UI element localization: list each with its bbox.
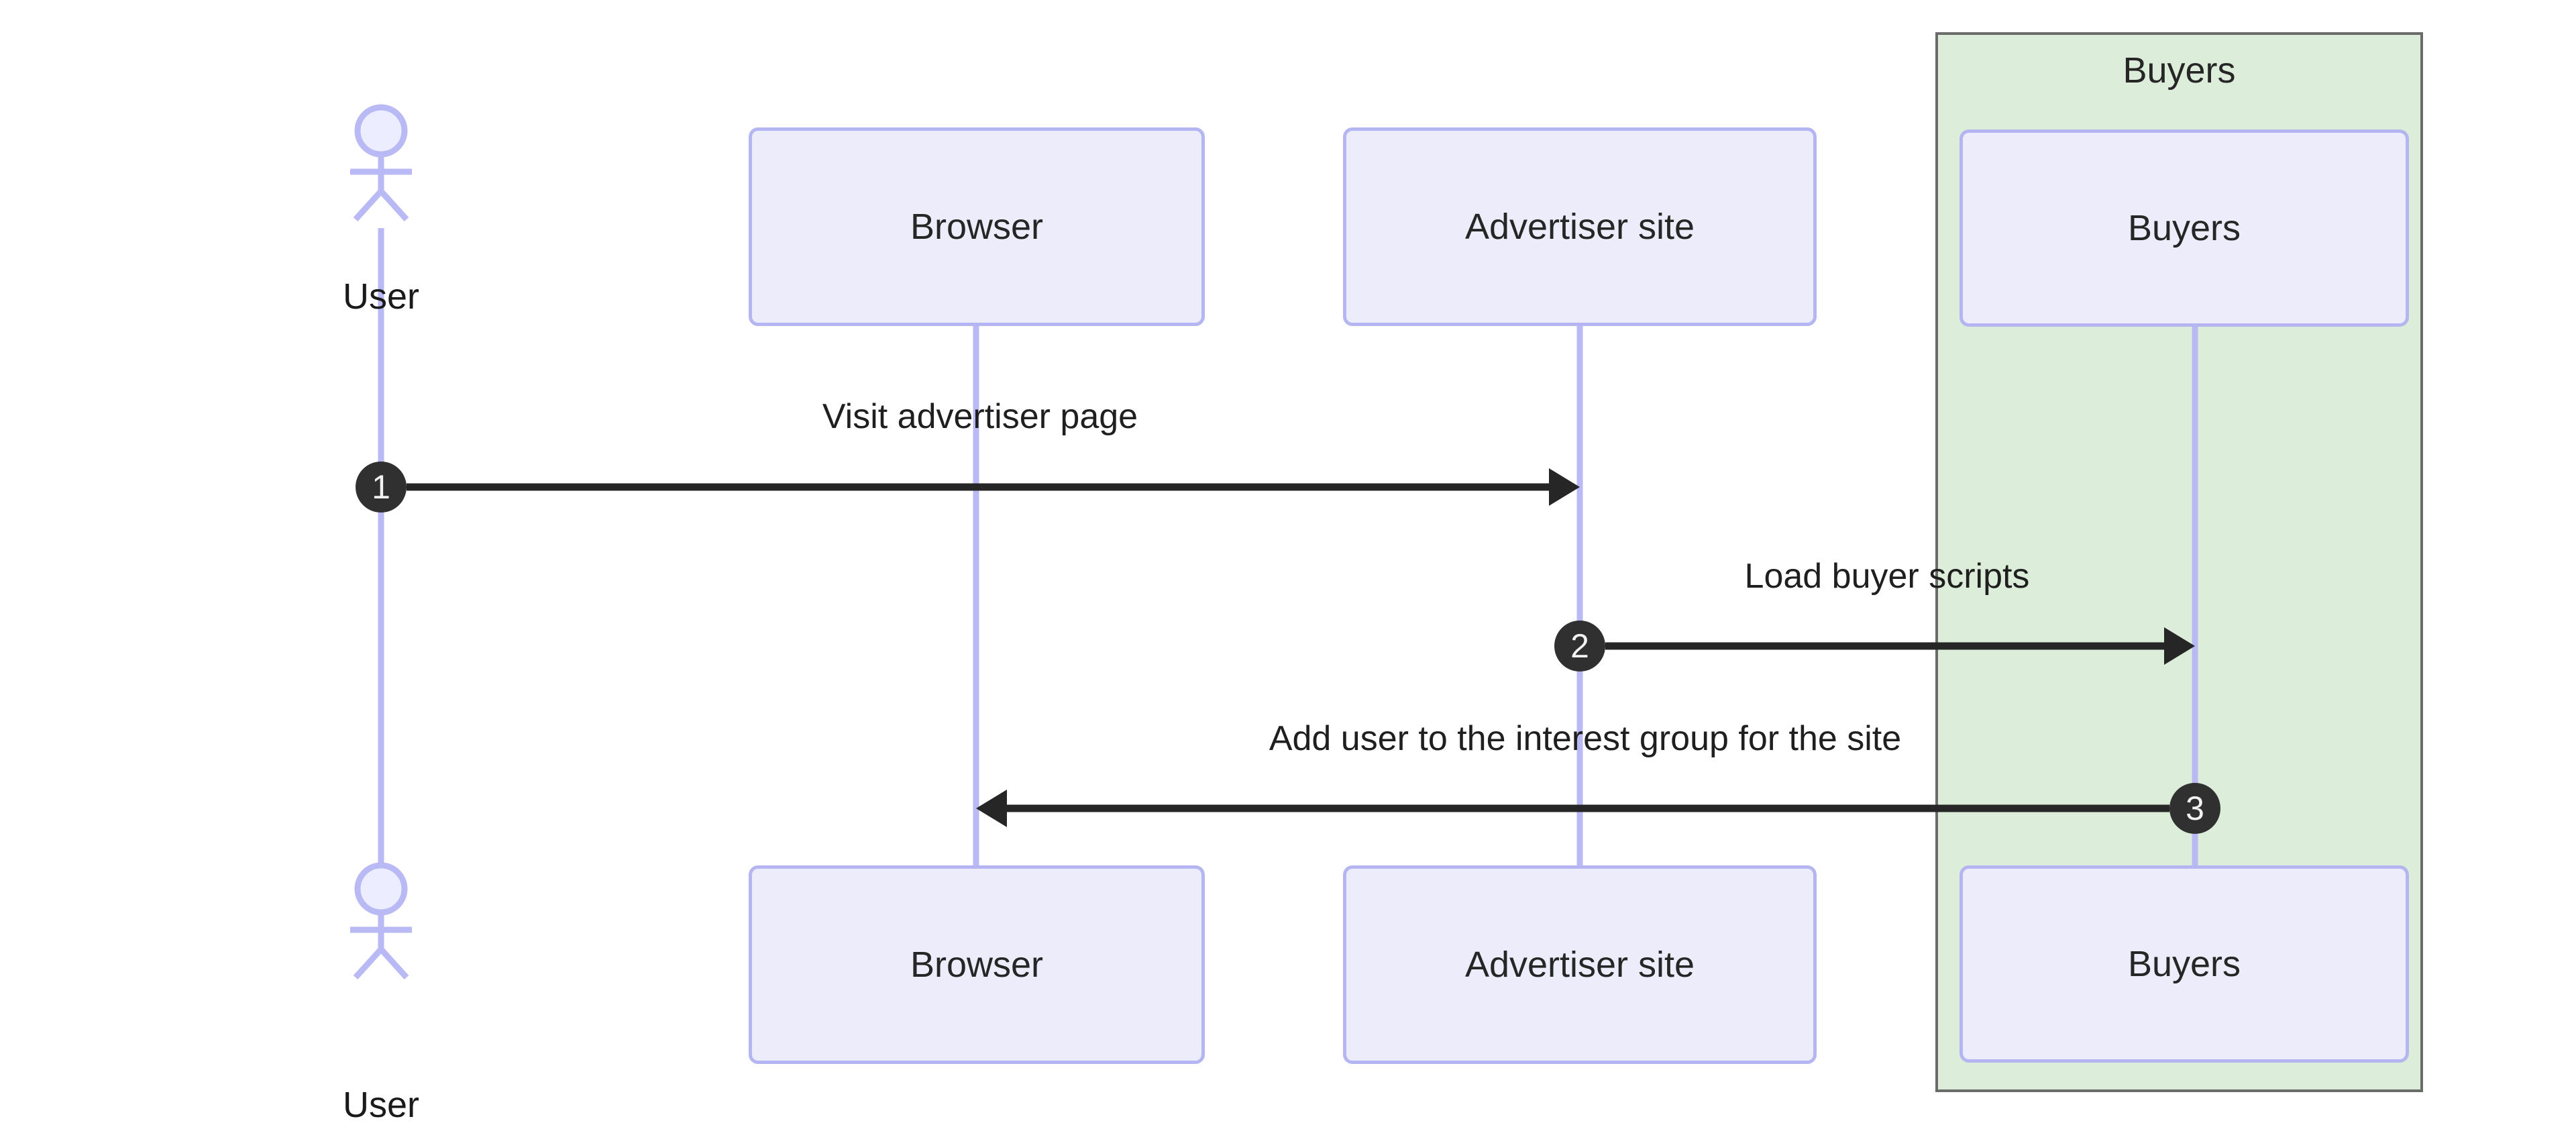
participant-label-advertiser-site-top: Advertiser site (1464, 207, 1695, 247)
participant-label-browser-top: Browser (910, 207, 1044, 247)
actor-label-user-top: User (342, 276, 419, 317)
participant-label-browser-bottom: Browser (910, 945, 1044, 985)
actor-icon-user-top (350, 104, 412, 222)
message-arrowhead-1 (1549, 468, 1580, 506)
participant-label-buyers-top: Buyers (2127, 208, 2241, 248)
actor-label-user-bottom: User (342, 1085, 419, 1123)
actor-icon-user-bottom (350, 862, 412, 980)
participant-box-buyers-bottom[interactable]: Buyers (1960, 865, 2409, 1063)
message-arrowhead-3 (976, 790, 1007, 827)
participant-box-advertiser-site-bottom[interactable]: Advertiser site (1343, 865, 1817, 1064)
participant-label-buyers-bottom: Buyers (2127, 944, 2241, 984)
participant-box-browser-top[interactable]: Browser (749, 127, 1205, 326)
participant-label-advertiser-site-bottom: Advertiser site (1464, 945, 1695, 985)
sequence-badge-1[interactable]: 1 (356, 462, 407, 513)
participant-box-browser-bottom[interactable]: Browser (749, 865, 1205, 1064)
message-arrowhead-2 (2164, 627, 2195, 665)
sequence-badge-2[interactable]: 2 (1554, 621, 1605, 672)
participant-box-advertiser-site-top[interactable]: Advertiser site (1343, 127, 1817, 326)
message-label-1: Visit advertiser page (822, 397, 1138, 436)
sequence-badge-3[interactable]: 3 (2169, 783, 2220, 834)
message-label-3: Add user to the interest group for the s… (1269, 719, 1902, 758)
message-label-2: Load buyer scripts (1744, 557, 2030, 596)
participant-box-buyers-top[interactable]: Buyers (1960, 129, 2409, 327)
group-title-buyers: Buyers (2123, 50, 2236, 91)
